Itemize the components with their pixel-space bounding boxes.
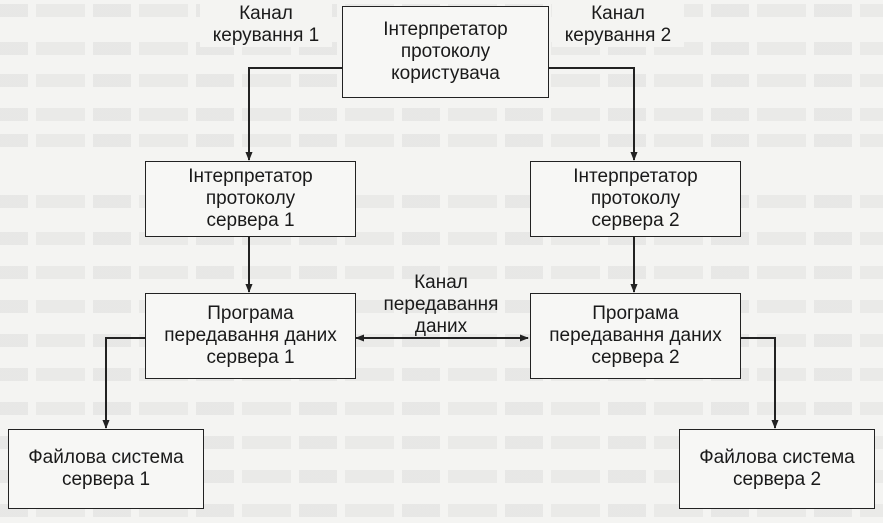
data-channel-label: Канал передавання даних bbox=[383, 272, 499, 337]
control-channel-2-line bbox=[549, 67, 638, 161]
control-channel-1-label: Канал керування 1 bbox=[200, 3, 332, 47]
server1-dtp-to-fs-arrow bbox=[102, 337, 145, 429]
server2-protocol-interpreter-box: Інтерпретатор протоколу сервера 2 bbox=[530, 161, 741, 237]
user-protocol-interpreter-box: Інтерпретатор протоколу користувача bbox=[342, 6, 549, 98]
server2-file-system-box: Файлова система сервера 2 bbox=[679, 429, 875, 509]
server1-file-system-box: Файлова система сервера 1 bbox=[8, 429, 204, 509]
server1-data-transfer-program-box: Програма передавання даних сервера 1 bbox=[145, 293, 356, 379]
server2-data-transfer-program-box: Програма передавання даних сервера 2 bbox=[530, 293, 741, 379]
control-channel-2-label: Канал керування 2 bbox=[552, 3, 684, 47]
server2-dtp-to-fs-arrow bbox=[741, 337, 779, 429]
control-channel-1-line bbox=[245, 67, 342, 161]
server1-protocol-interpreter-box: Інтерпретатор протоколу сервера 1 bbox=[145, 161, 356, 237]
